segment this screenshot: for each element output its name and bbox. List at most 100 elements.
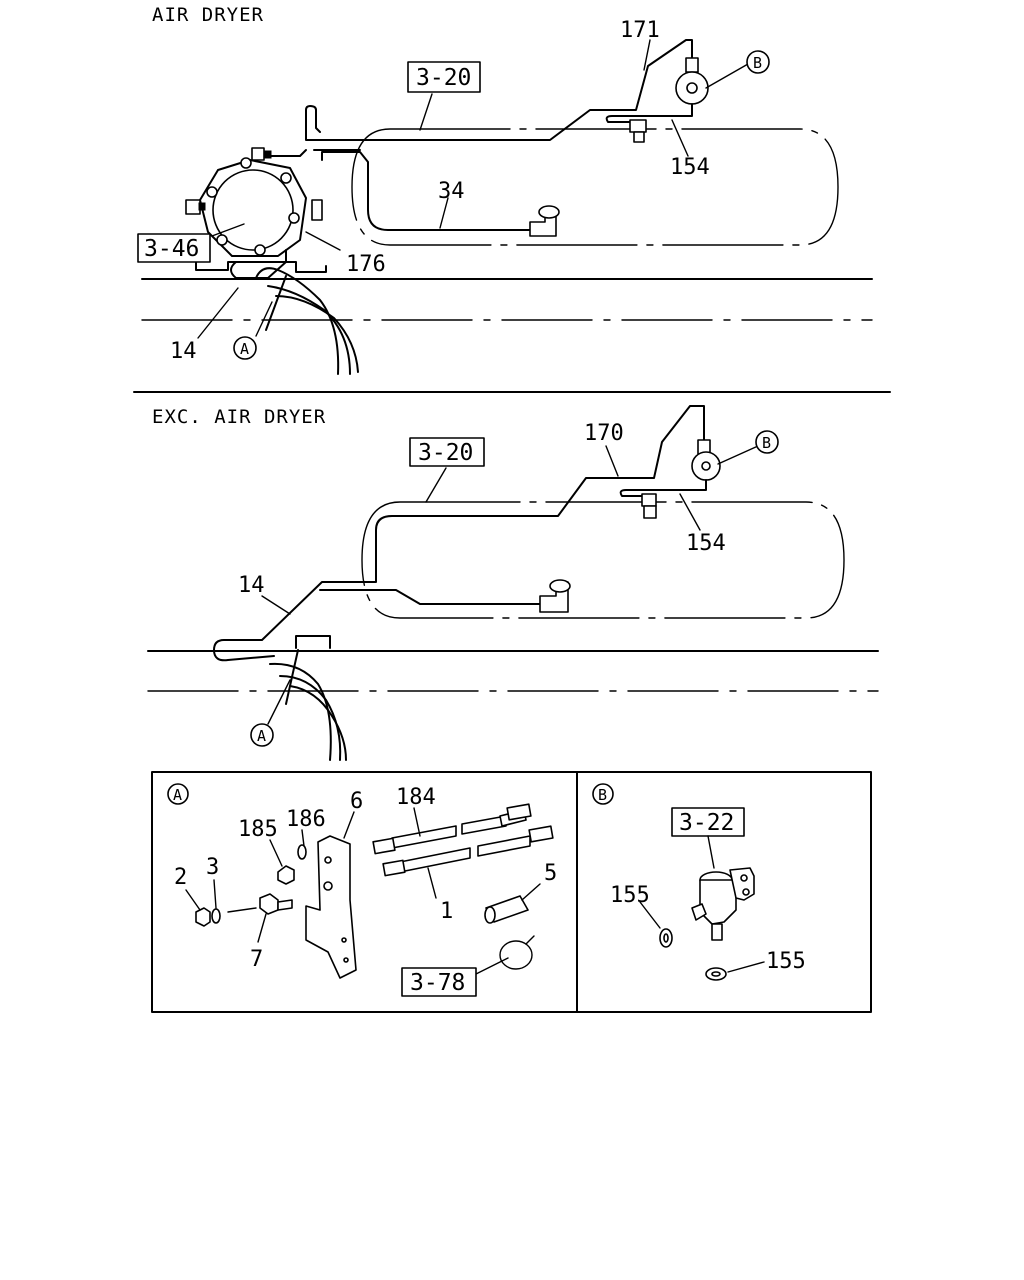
hose-clamp-line [265, 275, 287, 331]
part-7: 7 [250, 947, 263, 972]
callout-circle-a [250, 723, 274, 747]
check-valve-icon [675, 57, 709, 105]
pipe-34 [321, 151, 531, 231]
pipe-14 [230, 249, 287, 279]
leader-186 [301, 829, 305, 847]
detail-b: B 3-22 155 155 [592, 783, 806, 981]
part-5: 5 [544, 861, 557, 886]
washer-icon [705, 967, 727, 981]
section-exc-air-dryer: EXC. AIR DRYER [147, 405, 879, 761]
leader-3-20 [419, 93, 433, 131]
part-155-right: 155 [766, 949, 806, 974]
part-14: 14 [238, 573, 265, 598]
leader-14 [261, 595, 291, 615]
leader-185 [269, 839, 283, 867]
leader-3-78 [475, 957, 509, 975]
leader-176 [305, 231, 341, 251]
callout-circle-b [755, 430, 779, 454]
washer-icon [659, 928, 673, 948]
callout-a: A [240, 340, 249, 358]
hose-clamp-icon [499, 935, 535, 970]
bracket-icon [305, 835, 357, 979]
hose-icon [269, 662, 332, 761]
pipe-154 [605, 103, 693, 129]
part-184: 184 [396, 785, 436, 810]
hose-bracket [295, 635, 331, 649]
leader-154 [679, 493, 701, 531]
ref-3-46: 3-46 [144, 236, 199, 262]
detail-a-marker-circle [167, 783, 189, 805]
leader-3-20 [425, 467, 447, 503]
pipe-3-20-bend [305, 105, 321, 133]
pipe-3-20 [305, 39, 693, 141]
leader-155-left [639, 901, 661, 929]
hose-icon [255, 267, 340, 375]
drain-cock-icon [641, 493, 657, 519]
leader-b [717, 445, 759, 465]
leader-washer [227, 907, 257, 913]
washer-icon [297, 844, 307, 860]
detail-b-marker: B [598, 786, 607, 804]
leader-5 [521, 883, 541, 901]
nut-icon [195, 907, 211, 927]
detail-a-marker: A [173, 786, 182, 804]
leader-b [705, 63, 749, 89]
ref-3-78: 3-78 [410, 970, 465, 996]
leader-3-46 [211, 223, 245, 237]
part-2: 2 [174, 865, 187, 890]
detail-b-marker-circle [592, 783, 614, 805]
pipe-154 [619, 479, 707, 503]
hose-icon [275, 295, 359, 373]
leader-34 [439, 197, 449, 229]
hose-icon [372, 803, 554, 877]
hose-icon [279, 675, 342, 761]
hose-icon [289, 685, 347, 761]
section-title-exc-air-dryer: EXC. AIR DRYER [152, 406, 326, 428]
leader-184 [413, 807, 421, 837]
elbow-fitting-icon [539, 579, 571, 613]
bolt-icon [259, 893, 293, 915]
washer-icon [211, 908, 221, 924]
hose-clamp-line [285, 649, 299, 705]
ref-3-22: 3-22 [679, 810, 734, 836]
section-air-dryer: AIR DRYER [137, 4, 873, 375]
ref-3-20: 3-20 [418, 440, 473, 466]
leader-170 [605, 445, 619, 477]
part-3: 3 [206, 855, 219, 880]
pipe-lower [319, 589, 541, 605]
part-176: 176 [346, 252, 386, 277]
air-tank-icon [361, 501, 845, 619]
pipe-14-bend [213, 649, 275, 662]
detail-a: A [167, 783, 557, 997]
leader-14 [197, 287, 239, 339]
hose-icon [267, 285, 351, 375]
ref-3-20: 3-20 [416, 65, 471, 91]
part-1: 1 [440, 899, 453, 924]
ref-box-3-22 [671, 807, 745, 837]
leader-a [267, 679, 291, 725]
air-tank-icon [351, 128, 839, 246]
part-155-left: 155 [610, 883, 650, 908]
ref-box-3-78 [401, 967, 477, 997]
leader-1 [427, 867, 437, 899]
section-title-air-dryer: AIR DRYER [152, 4, 264, 26]
nut-icon [277, 865, 295, 885]
coupler-icon [484, 895, 529, 924]
detail-frame [151, 771, 872, 1013]
callout-circle-a [233, 336, 257, 360]
ref-box-3-20 [409, 437, 485, 467]
ref-box-3-20 [407, 61, 481, 93]
callout-b: B [753, 54, 762, 72]
drain-cock-icon [629, 119, 647, 143]
leader-2 [185, 889, 201, 911]
part-185: 185 [238, 817, 278, 842]
part-171: 171 [620, 18, 660, 43]
part-186: 186 [286, 807, 326, 832]
part-14: 14 [170, 339, 197, 364]
leader-154 [671, 119, 689, 157]
leader-155-right [727, 961, 765, 973]
part-170: 170 [584, 421, 624, 446]
leader-a [255, 301, 273, 337]
check-valve-icon [691, 867, 755, 941]
